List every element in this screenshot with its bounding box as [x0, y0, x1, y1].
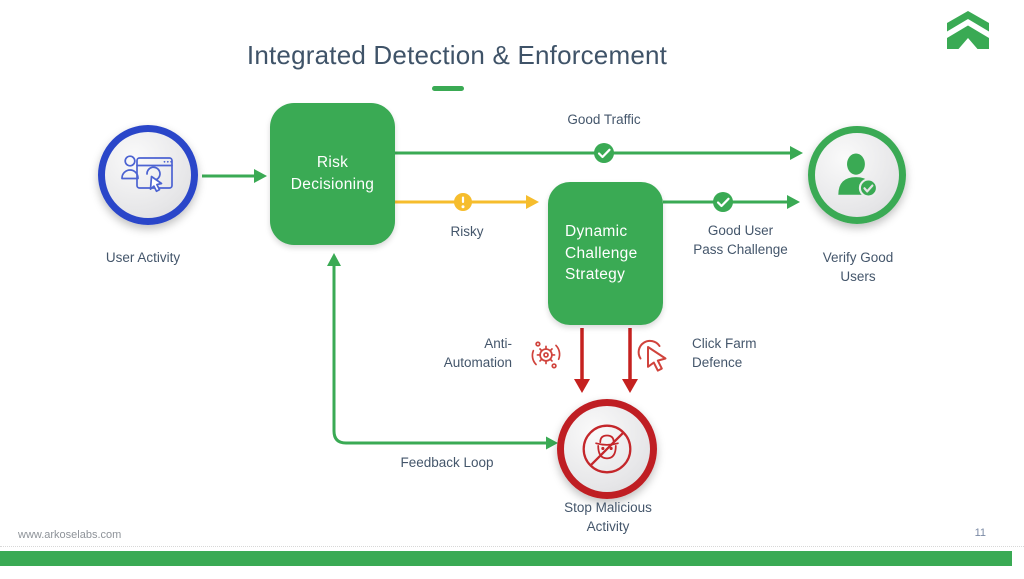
- pass-challenge-check-icon: [713, 192, 733, 212]
- stop-malicious-node: [557, 399, 657, 499]
- footer-divider: [0, 546, 1024, 547]
- risky-exclamation-icon: [454, 193, 472, 211]
- user-activity-node: [98, 125, 198, 225]
- title-underline: [432, 86, 464, 91]
- block-arrow-left: [574, 328, 590, 393]
- arrow-user-to-risk: [202, 169, 267, 183]
- footer-green-bar: [0, 551, 1012, 566]
- footer-url: www.arkoselabs.com: [18, 529, 122, 541]
- good-traffic-arrow: [395, 143, 803, 163]
- user-browser-click-icon: [121, 155, 173, 193]
- dynamic-challenge-box: Dynamic Challenge Strategy: [548, 182, 663, 325]
- good-traffic-label: Good Traffic: [567, 112, 641, 127]
- risk-decisioning-label: Risk Decisioning: [290, 154, 375, 193]
- verify-good-users-label: Verify Good Users: [822, 250, 894, 284]
- risky-arrow: [395, 193, 539, 211]
- pass-challenge-label: Good User Pass Challenge: [693, 223, 788, 257]
- cursor-click-icon: [637, 339, 667, 372]
- anti-automation-label: Anti- Automation: [443, 336, 512, 370]
- user-activity-label: User Activity: [105, 250, 181, 265]
- dynamic-challenge-label: Dynamic Challenge Strategy: [565, 222, 638, 284]
- stop-malicious-label: Stop Malicious Activity: [564, 500, 652, 534]
- risk-decisioning-box: Risk Decisioning: [270, 103, 395, 245]
- good-traffic-check-icon: [594, 143, 614, 163]
- risky-label: Risky: [450, 224, 484, 239]
- page-number: 11: [974, 527, 986, 539]
- pass-challenge-arrow: [663, 192, 800, 212]
- gear-cycle-icon: [531, 341, 561, 369]
- arkose-labs-logo-icon: [947, 11, 989, 49]
- click-farm-label: Click Farm Defence: [692, 336, 757, 370]
- verify-good-users-node: [808, 126, 906, 224]
- verified-user-icon: [838, 153, 878, 198]
- no-bandit-icon: [582, 424, 632, 474]
- page-title: Integrated Detection & Enforcement: [246, 40, 668, 70]
- feedback-loop-label: Feedback Loop: [400, 455, 494, 470]
